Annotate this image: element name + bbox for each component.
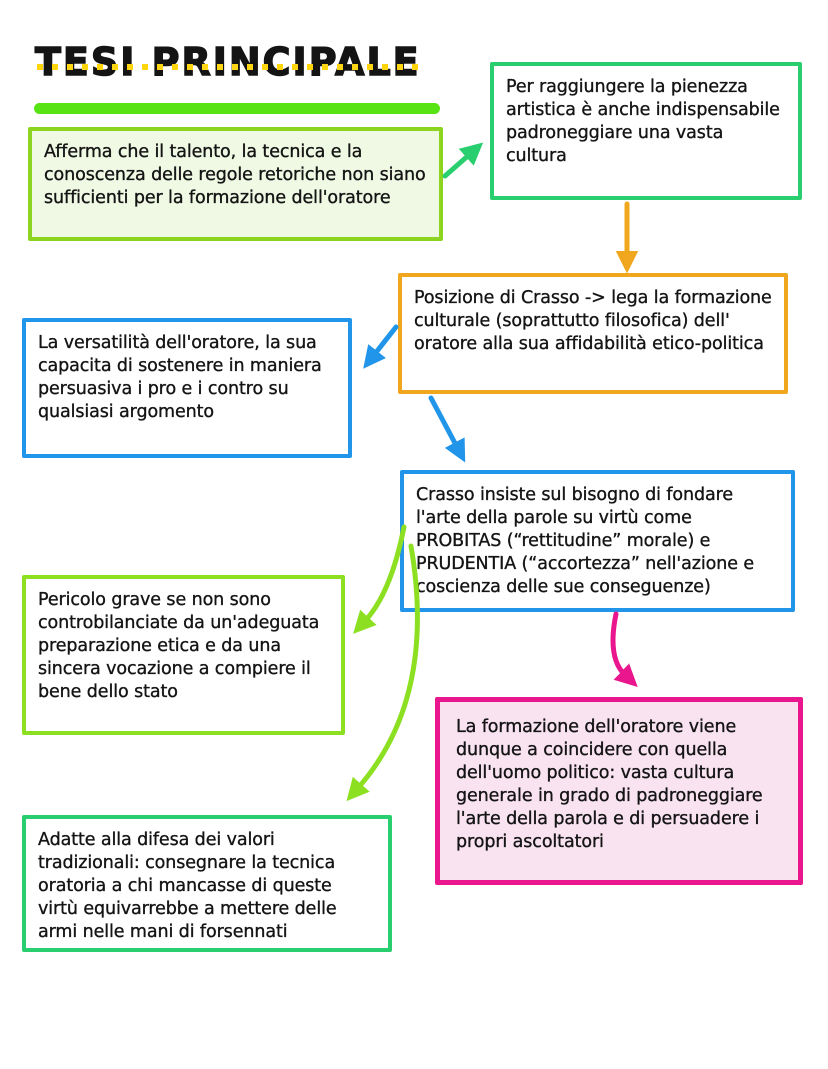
node-afferma: Afferma che il talento, la tecnica e la …	[28, 127, 443, 241]
arrow-crasso-to-pericolo	[353, 524, 407, 634]
page-title-wrap: TESI PRINCIPALE	[34, 39, 423, 85]
arrow-posizione-to-crasso	[428, 395, 466, 463]
arrow-posizione-to-versatilita	[363, 324, 399, 369]
title-underline	[34, 103, 440, 114]
node-formazione-oratore: La formazione dell'oratore viene dunque …	[435, 697, 803, 885]
node-versatilita: La versatilità dell'oratore, la sua capa…	[22, 318, 352, 458]
page-title: TESI PRINCIPALE	[34, 39, 421, 85]
arrow-crasso-to-formazione	[610, 611, 638, 688]
node-crasso-insiste: Crasso insiste sul bisogno di fondare l'…	[400, 470, 795, 612]
arrow-afferma-to-pienezza	[442, 142, 484, 179]
node-pericolo-grave: Pericolo grave se non sono controbilanci…	[22, 575, 345, 735]
node-posizione-di-crasso: Posizione di Crasso -> lega la formazion…	[398, 273, 788, 394]
node-pienezza: Per raggiungere la pienezza artistica è …	[490, 62, 802, 200]
node-adatte-difesa: Adatte alla difesa dei valori tradiziona…	[22, 815, 392, 952]
